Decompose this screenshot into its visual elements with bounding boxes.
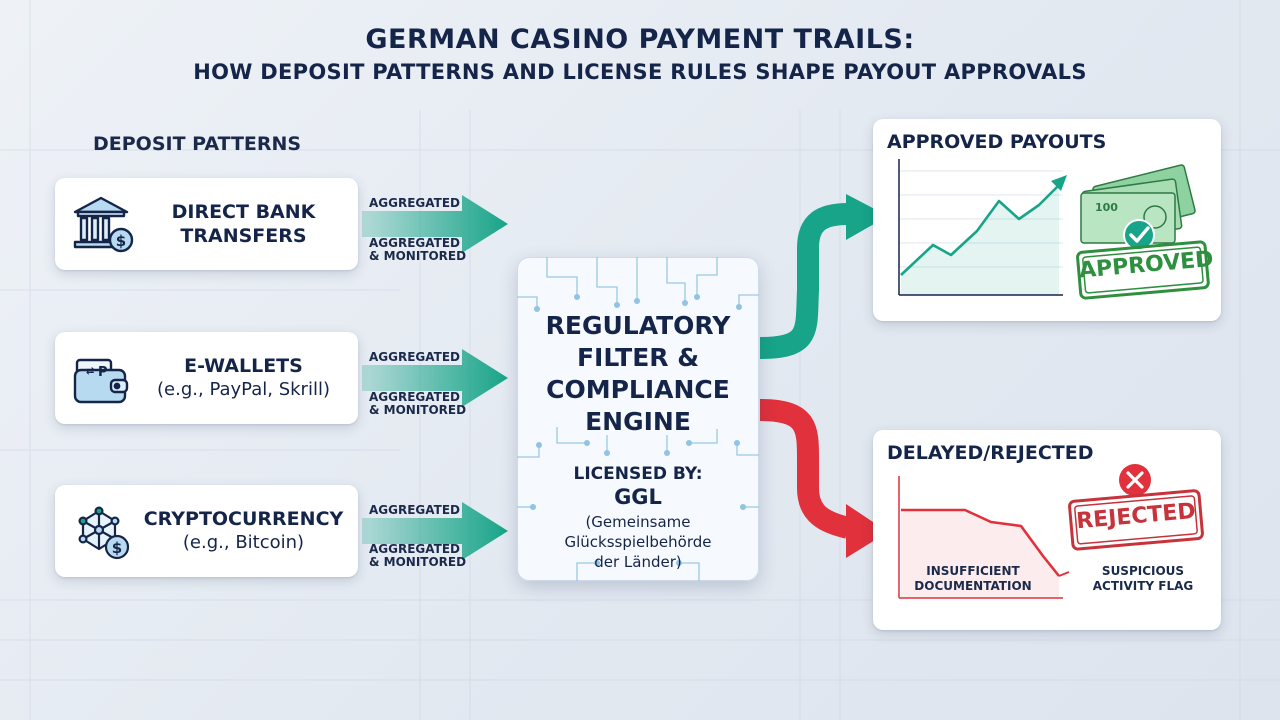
- arrow-label-bank-aggregated: AGGREGATED: [369, 196, 460, 210]
- engine-title-line4: ENGINE: [585, 407, 691, 436]
- rejected-arrow-head: [846, 504, 888, 558]
- delayed-rejected-card: DELAYED/REJECTED REJECTED INSUFFICIENT D…: [873, 430, 1221, 630]
- deposit-card-bank-transfer: $ DIRECT BANK TRANSFERS: [55, 178, 358, 270]
- deposit-bank-line1: DIRECT BANK: [171, 201, 316, 223]
- crypto-network-icon: $: [78, 506, 130, 560]
- checkmark-icon: [1123, 219, 1155, 251]
- deposit-ewallet-line2: (e.g., PayPal, Skrill): [157, 379, 330, 400]
- insufficient-documentation-line1: INSUFFICIENT: [926, 564, 1020, 578]
- deposit-bank-line2: TRANSFERS: [180, 225, 307, 247]
- arrow-label-bank-monitored-1: AGGREGATED: [369, 236, 460, 250]
- approved-payouts-title: APPROVED PAYOUTS: [887, 131, 1107, 153]
- arrow-label-crypto-monitored-2: & MONITORED: [369, 555, 467, 569]
- authority-name-line1: (Gemeinsame: [585, 513, 691, 531]
- rejected-flow-arrow: [759, 399, 851, 539]
- svg-text:⇄: ⇄: [86, 366, 94, 377]
- deposit-patterns-heading: DEPOSIT PATTERNS: [93, 133, 302, 155]
- arrow-label-crypto-aggregated: AGGREGATED: [369, 503, 460, 517]
- input-arrow-ewallet: [362, 349, 508, 407]
- rejected-card-graphics: [898, 464, 1204, 599]
- arrow-label-ewallet-monitored-1: AGGREGATED: [369, 390, 460, 404]
- rejected-stamp: [1068, 489, 1204, 551]
- approved-arrow-head: [846, 194, 888, 240]
- deposit-ewallet-line1: E-WALLETS: [184, 355, 303, 377]
- authority-name-line3: der Länder): [594, 553, 682, 571]
- deposit-crypto-line1: CRYPTOCURRENCY: [143, 508, 344, 530]
- bank-dollar-icon: $: [73, 196, 134, 253]
- delayed-rejected-title: DELAYED/REJECTED: [887, 442, 1094, 464]
- suspicious-activity-caption: SUSPICIOUS ACTIVITY FLAG: [1083, 564, 1203, 594]
- circuit-pattern: [517, 257, 759, 581]
- authority-name-line2: Glücksspielbehörde: [564, 533, 712, 551]
- approved-flow-arrow: [759, 203, 849, 359]
- falling-line-chart-icon: [898, 476, 1070, 599]
- input-arrow-bank: [362, 195, 508, 253]
- engine-title-line1: REGULATORY: [545, 311, 731, 340]
- arrow-label-ewallet-aggregated: AGGREGATED: [369, 350, 460, 364]
- rising-line-chart-icon: [898, 159, 1067, 296]
- svg-text:$: $: [112, 539, 122, 557]
- arrow-label-crypto-monitored-1: AGGREGATED: [369, 542, 460, 556]
- deposit-crypto-line2: (e.g., Bitcoin): [182, 532, 305, 553]
- engine-title-line2: FILTER &: [576, 343, 700, 372]
- deposit-card-ewallet: ⇄ P E-WALLETS (e.g., PayPal, Skrill): [55, 332, 358, 424]
- page-title: GERMAN CASINO PAYMENT TRAILS:: [365, 24, 915, 55]
- svg-text:$: $: [116, 232, 126, 250]
- deposit-card-crypto: $ CRYPTOCURRENCY (e.g., Bitcoin): [55, 485, 358, 577]
- wallet-icon: ⇄ P: [73, 358, 129, 404]
- input-arrow-crypto: [362, 502, 508, 560]
- suspicious-activity-line1: SUSPICIOUS: [1101, 564, 1185, 578]
- authority-acronym: GGL: [614, 485, 662, 509]
- suspicious-activity-line2: ACTIVITY FLAG: [1092, 579, 1194, 593]
- approved-card-graphics: 100: [898, 159, 1210, 300]
- insufficient-documentation-line2: DOCUMENTATION: [914, 579, 1032, 593]
- approved-stamp: [1076, 240, 1210, 300]
- svg-text:P: P: [98, 365, 108, 380]
- licensed-by-label: LICENSED BY:: [573, 464, 703, 484]
- page-subtitle: HOW DEPOSIT PATTERNS AND LICENSE RULES S…: [193, 60, 1087, 84]
- arrow-label-bank-monitored-2: & MONITORED: [369, 249, 467, 263]
- compliance-engine-panel: REGULATORY FILTER & COMPLIANCE ENGINE LI…: [517, 257, 759, 581]
- approved-payouts-card: APPROVED PAYOUTS 100: [873, 119, 1221, 321]
- svg-text:100: 100: [1095, 201, 1118, 214]
- engine-title-line3: COMPLIANCE: [546, 375, 730, 404]
- insufficient-documentation-caption: INSUFFICIENT DOCUMENTATION: [903, 564, 1043, 594]
- arrow-label-ewallet-monitored-2: & MONITORED: [369, 403, 467, 417]
- x-circle-icon: [1119, 464, 1151, 496]
